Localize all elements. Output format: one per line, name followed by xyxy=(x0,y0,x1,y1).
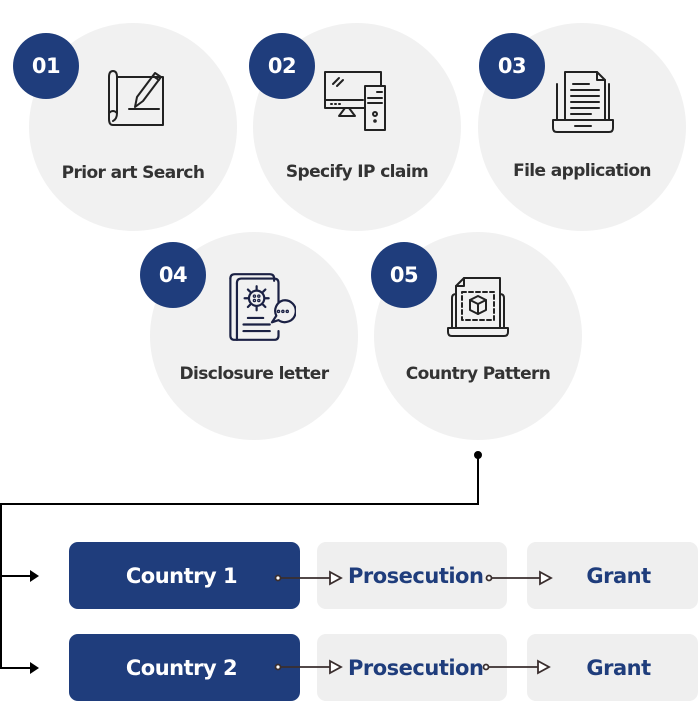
step-badge: 05 xyxy=(371,242,437,308)
step-label: File application xyxy=(513,161,651,181)
blueprint-pencil-icon xyxy=(108,70,164,126)
step-label: Country Pattern xyxy=(405,364,551,384)
step-badge: 02 xyxy=(249,33,315,99)
step-specify-ip-claim: Specify IP claim xyxy=(253,23,461,231)
arrow-to-country-2 xyxy=(30,662,39,674)
country-2-box: Country 2 xyxy=(69,634,300,701)
desktop-computer-icon xyxy=(324,71,386,131)
country-1-box: Country 1 xyxy=(69,542,300,609)
step-badge: 01 xyxy=(13,33,79,99)
step-label: Prior art Search xyxy=(61,163,205,183)
step-label: Disclosure letter xyxy=(179,364,329,384)
step-badge: 03 xyxy=(479,33,545,99)
laptop-document-icon xyxy=(552,71,614,133)
arrow-to-country-1 xyxy=(30,570,39,582)
connector-dot xyxy=(474,451,482,459)
step-badge: 04 xyxy=(140,242,206,308)
step-label: Specify IP claim xyxy=(285,162,429,182)
document-chat-icon xyxy=(229,273,296,341)
prosecution-box-2: Prosecution xyxy=(317,634,507,701)
prosecution-box-1: Prosecution xyxy=(317,542,507,609)
grant-box-1: Grant xyxy=(527,542,698,609)
laptop-cube-icon xyxy=(447,277,509,337)
grant-box-2: Grant xyxy=(527,634,698,701)
